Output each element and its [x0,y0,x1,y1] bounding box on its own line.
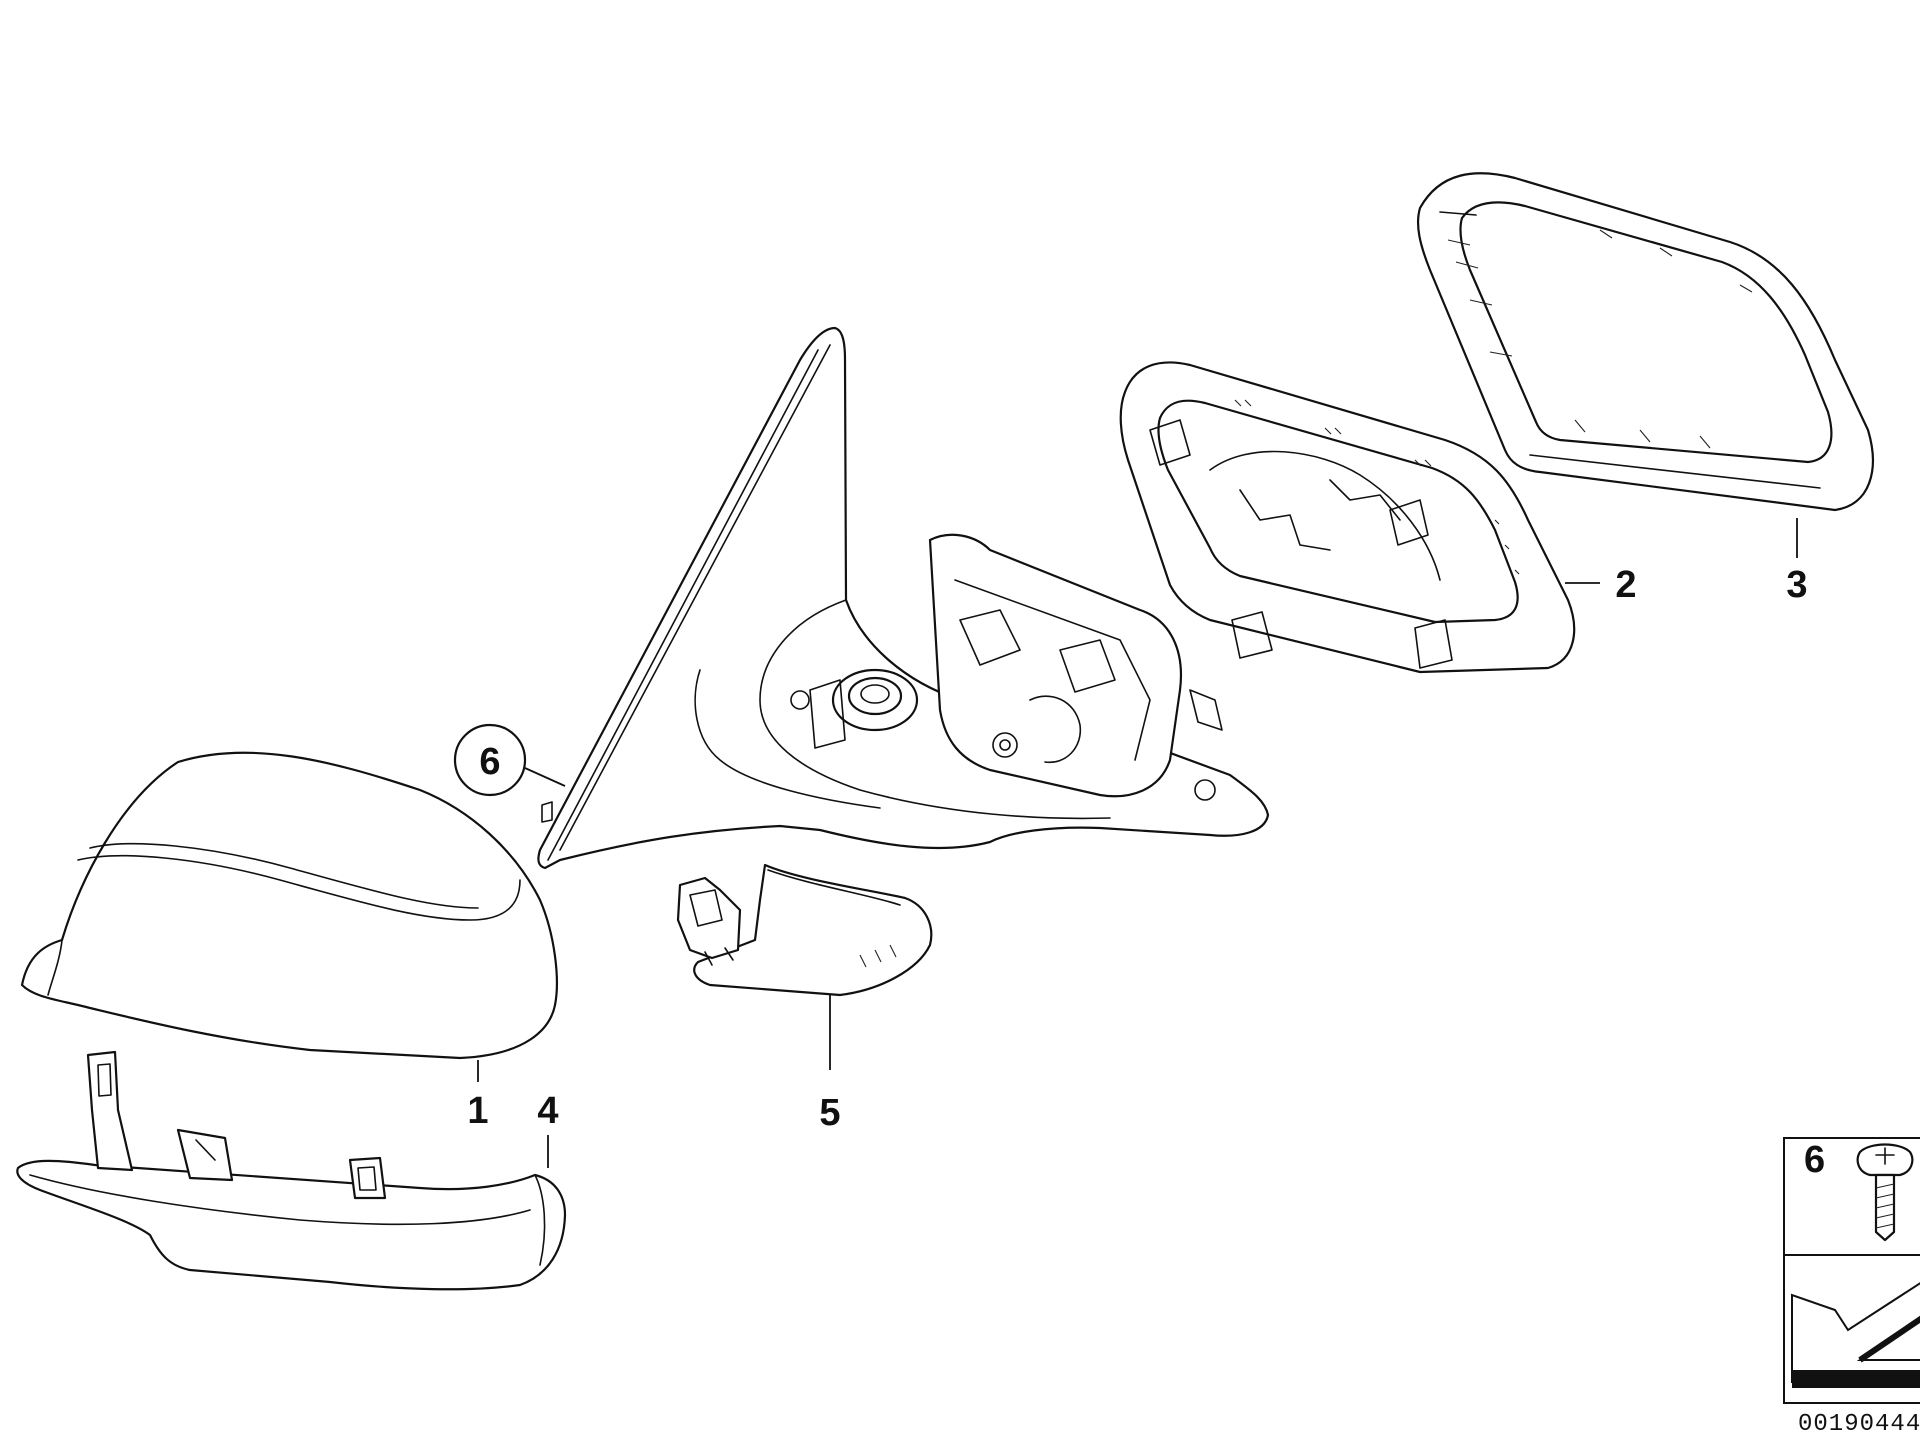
callouts: 1 2 3 4 5 6 [453,564,1808,1134]
direction-arrow-icon [1791,1282,1920,1388]
callout-6: 6 [479,741,500,783]
part-1-mirror-cap [20,751,558,1060]
leader-lines [477,518,1798,1168]
callout-5: 5 [819,1092,840,1134]
part-5-bracket [676,863,933,997]
reference-number: 00190444 [1798,1411,1920,1438]
screw-icon [1856,1143,1914,1242]
callout-4: 4 [537,1090,558,1132]
legend-label: 6 [1804,1139,1825,1181]
callout-1: 1 [467,1090,488,1132]
part-4-lower-trim [16,1050,567,1291]
adjustment-motor [790,668,1216,801]
legend-box: 6 [1783,1137,1920,1404]
part-2-glass-carrier [1119,361,1576,674]
leader-6 [524,767,566,787]
part-3-trim-frame [1416,172,1874,512]
callout-2: 2 [1615,564,1636,606]
part-6-mirror-base [537,326,1270,870]
callout-3: 3 [1786,564,1807,606]
callout-6-circle [453,723,527,797]
